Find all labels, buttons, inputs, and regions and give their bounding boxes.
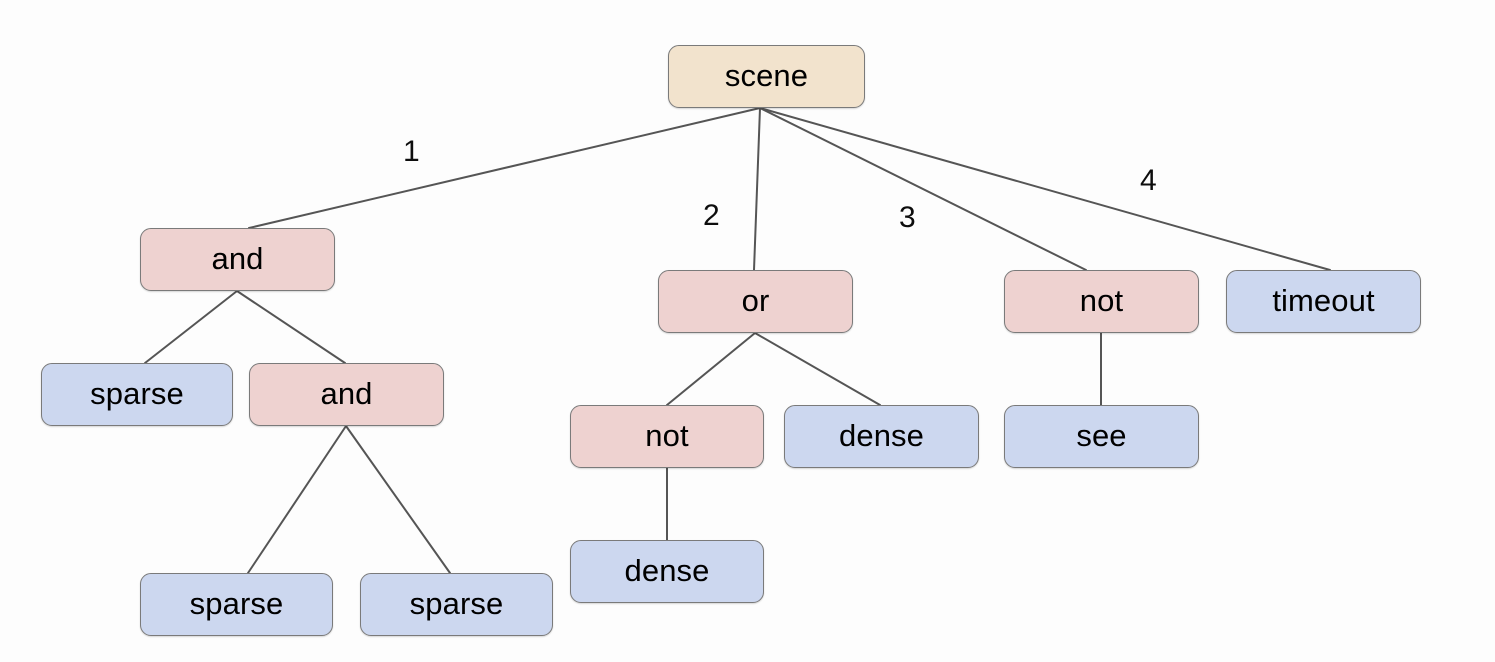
tree-node-label: dense: [624, 553, 710, 588]
tree-edge-or1-to-not2: [666, 332, 756, 406]
tree-node-label: not: [1079, 283, 1124, 318]
tree-node-label: sparse: [409, 586, 504, 621]
tree-edge-and2-to-sparse2: [247, 425, 347, 574]
tree-edge-or1-to-dense1: [754, 332, 881, 406]
tree-node-dense2[interactable]: dense: [570, 540, 764, 603]
tree-edge-and1-to-sparse1: [144, 290, 238, 364]
tree-node-timeout1[interactable]: timeout: [1226, 270, 1421, 333]
edge-label-1: 1: [403, 135, 420, 168]
tree-edge-scene-to-and1: [248, 107, 761, 229]
tree-node-label: and: [211, 241, 264, 276]
tree-edge-scene-to-timeout1: [759, 107, 1331, 271]
tree-node-and2[interactable]: and: [249, 363, 444, 426]
tree-node-label: scene: [724, 58, 809, 93]
tree-edge-scene-to-not1: [759, 107, 1087, 271]
tree-node-and1[interactable]: and: [140, 228, 335, 291]
tree-edge-and1-to-and2: [236, 290, 346, 364]
tree-node-label: dense: [839, 418, 924, 453]
tree-node-not1[interactable]: not: [1004, 270, 1199, 333]
tree-node-not2[interactable]: not: [570, 405, 764, 468]
tree-node-label: or: [741, 283, 770, 318]
tree-node-sparse3[interactable]: sparse: [360, 573, 553, 636]
tree-edge-and2-to-sparse3: [345, 425, 451, 574]
tree-node-label: sparse: [90, 376, 184, 411]
tree-node-label: timeout: [1272, 283, 1375, 318]
edge-label-3: 3: [899, 201, 916, 234]
tree-node-or1[interactable]: or: [658, 270, 853, 333]
tree-edge-scene-to-or1: [753, 107, 761, 271]
tree-node-dense1[interactable]: dense: [784, 405, 979, 468]
tree-node-sparse1[interactable]: sparse: [41, 363, 233, 426]
tree-node-sparse2[interactable]: sparse: [140, 573, 333, 636]
tree-node-see1[interactable]: see: [1004, 405, 1199, 468]
tree-node-label: sparse: [189, 586, 284, 621]
tree-node-label: not: [645, 418, 689, 453]
tree-node-label: see: [1076, 418, 1127, 453]
edge-label-4: 4: [1140, 164, 1157, 197]
edge-label-2: 2: [703, 199, 720, 232]
tree-node-scene[interactable]: scene: [668, 45, 865, 108]
tree-node-label: and: [320, 376, 373, 411]
